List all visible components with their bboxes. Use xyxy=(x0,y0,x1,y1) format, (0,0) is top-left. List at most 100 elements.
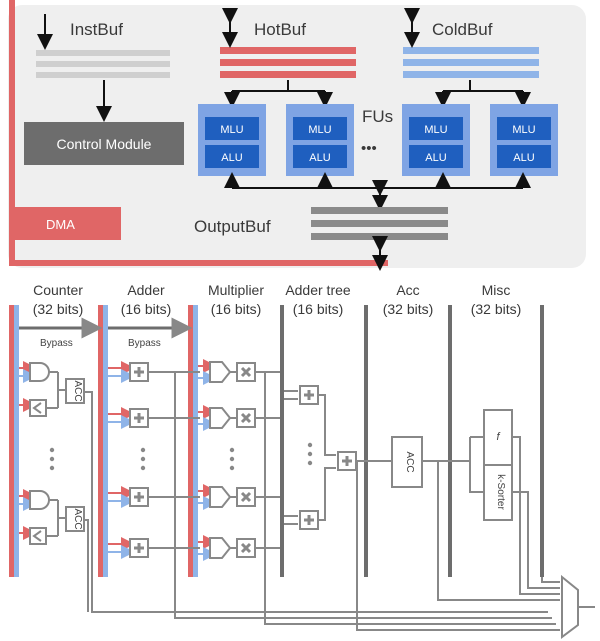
outputbuf-label: OutputBuf xyxy=(194,217,271,236)
tree-link xyxy=(318,467,336,521)
mlu-unit xyxy=(293,117,347,140)
misc-bus-left xyxy=(448,305,452,577)
times-glyph xyxy=(240,491,252,503)
stage-headers: Counter(32 bits)Adder(16 bits)Multiplier… xyxy=(33,282,522,317)
mlu-label: MLU xyxy=(220,124,243,136)
sorter-output-line xyxy=(512,491,560,589)
vertical-dot xyxy=(229,456,235,462)
dma-block xyxy=(14,207,121,240)
counter-output-line-2 xyxy=(84,519,89,612)
stage-bits: (32 bits) xyxy=(471,301,522,317)
alu-unit xyxy=(497,145,551,168)
fu-output-bus xyxy=(224,172,531,211)
compare-glyph xyxy=(32,530,42,542)
mlu-label: MLU xyxy=(512,124,535,136)
coldbuf-label: ColdBuf xyxy=(432,20,493,39)
stage-bus-bars xyxy=(9,305,544,577)
adder-bus-red xyxy=(98,305,103,577)
acc-output-line xyxy=(437,461,560,601)
misc-bus-right xyxy=(540,305,544,577)
ksorter-block-label: k-Sorter xyxy=(495,474,506,510)
multiplier-bus-blue xyxy=(193,305,198,577)
vertical-dot xyxy=(229,465,235,471)
func-block-label: f xyxy=(496,431,500,443)
tree-link xyxy=(318,394,336,456)
control-module-label: Control Module xyxy=(57,136,152,152)
fu-block: MLU ALU xyxy=(490,104,558,176)
stage-bits: (16 bits) xyxy=(211,301,262,317)
func-output-line xyxy=(512,436,560,595)
stage-bits: (16 bits) xyxy=(293,301,344,317)
hotbuf xyxy=(220,47,356,78)
adder-output-line xyxy=(174,372,552,619)
alu-label: ALU xyxy=(513,152,534,164)
acc-bus xyxy=(364,305,368,577)
vertical-dot xyxy=(307,451,313,457)
mux-select xyxy=(209,407,232,429)
instbuf-label: InstBuf xyxy=(70,20,123,39)
alu-unit xyxy=(409,145,463,168)
bypass-label-1: Bypass xyxy=(40,338,73,349)
counter-bus-red xyxy=(9,305,14,577)
addertree-output-line xyxy=(356,461,560,631)
vertical-dot xyxy=(140,456,146,462)
vertical-dot xyxy=(140,447,146,453)
fus-ellipsis: ••• xyxy=(361,140,377,157)
fus-label: FUs xyxy=(362,107,393,126)
dma-border xyxy=(9,0,388,266)
func-block xyxy=(483,409,513,466)
mux-select xyxy=(209,361,232,383)
hotbuf-label: HotBuf xyxy=(254,20,306,39)
mlu-unit xyxy=(409,117,463,140)
mlu-unit xyxy=(497,117,551,140)
alu-label: ALU xyxy=(221,152,242,164)
alu-label: ALU xyxy=(309,152,330,164)
coldbuf xyxy=(403,47,539,78)
bypass-label-2: Bypass xyxy=(128,338,161,349)
mlu-label: MLU xyxy=(308,124,331,136)
plus-glyph xyxy=(304,515,314,525)
top-panel: InstBuf Control Module HotBuf ColdBuf xyxy=(8,0,586,271)
acc-block-label: ACC xyxy=(404,451,415,472)
mux-select xyxy=(209,486,232,508)
and-gate xyxy=(29,362,50,382)
times-glyph xyxy=(240,542,252,554)
counter-bus-blue xyxy=(14,305,19,577)
stage-name: Adder xyxy=(127,282,165,298)
plus-glyph xyxy=(342,456,352,466)
instbuf xyxy=(36,50,170,78)
stage-name: Adder tree xyxy=(285,282,351,298)
vertical-dot xyxy=(140,465,146,471)
vertical-dot xyxy=(49,465,55,471)
multiplier-output-line xyxy=(264,372,556,625)
alu-label: ALU xyxy=(425,152,446,164)
misc-in-sort xyxy=(469,437,484,493)
mlu-label: MLU xyxy=(424,124,447,136)
compare-glyph xyxy=(32,402,42,414)
acc-block xyxy=(391,436,423,488)
counter-acc-label: ACC xyxy=(72,380,83,401)
counter-output-line xyxy=(84,391,548,613)
stage-bits: (16 bits) xyxy=(121,301,172,317)
addertree-bus xyxy=(280,305,284,577)
ksorter-block xyxy=(483,464,513,521)
stage-bits: (32 bits) xyxy=(383,301,434,317)
fu-block: MLU ALU xyxy=(198,104,266,176)
times-glyph xyxy=(240,366,252,378)
and-gate xyxy=(29,490,50,510)
plus-glyph xyxy=(304,390,314,400)
vertical-dot xyxy=(49,447,55,453)
plus-glyph xyxy=(134,367,144,377)
counter-acc-label: ACC xyxy=(72,508,83,529)
fu-block: MLU ALU xyxy=(286,104,354,176)
fu-blocks: MLU ALU MLU ALU MLU ALU MLU ALU xyxy=(198,104,558,176)
mux-select xyxy=(209,537,232,559)
stage-bits: (32 bits) xyxy=(33,301,84,317)
multiplier-bus-red xyxy=(188,305,193,577)
pipeline: Counter(32 bits)Adder(16 bits)Multiplier… xyxy=(9,282,595,639)
bypass-arrows: Bypass Bypass xyxy=(19,317,193,349)
dma-label: DMA xyxy=(46,217,75,232)
vertical-dot xyxy=(229,447,235,453)
stage-name: Counter xyxy=(33,282,83,298)
